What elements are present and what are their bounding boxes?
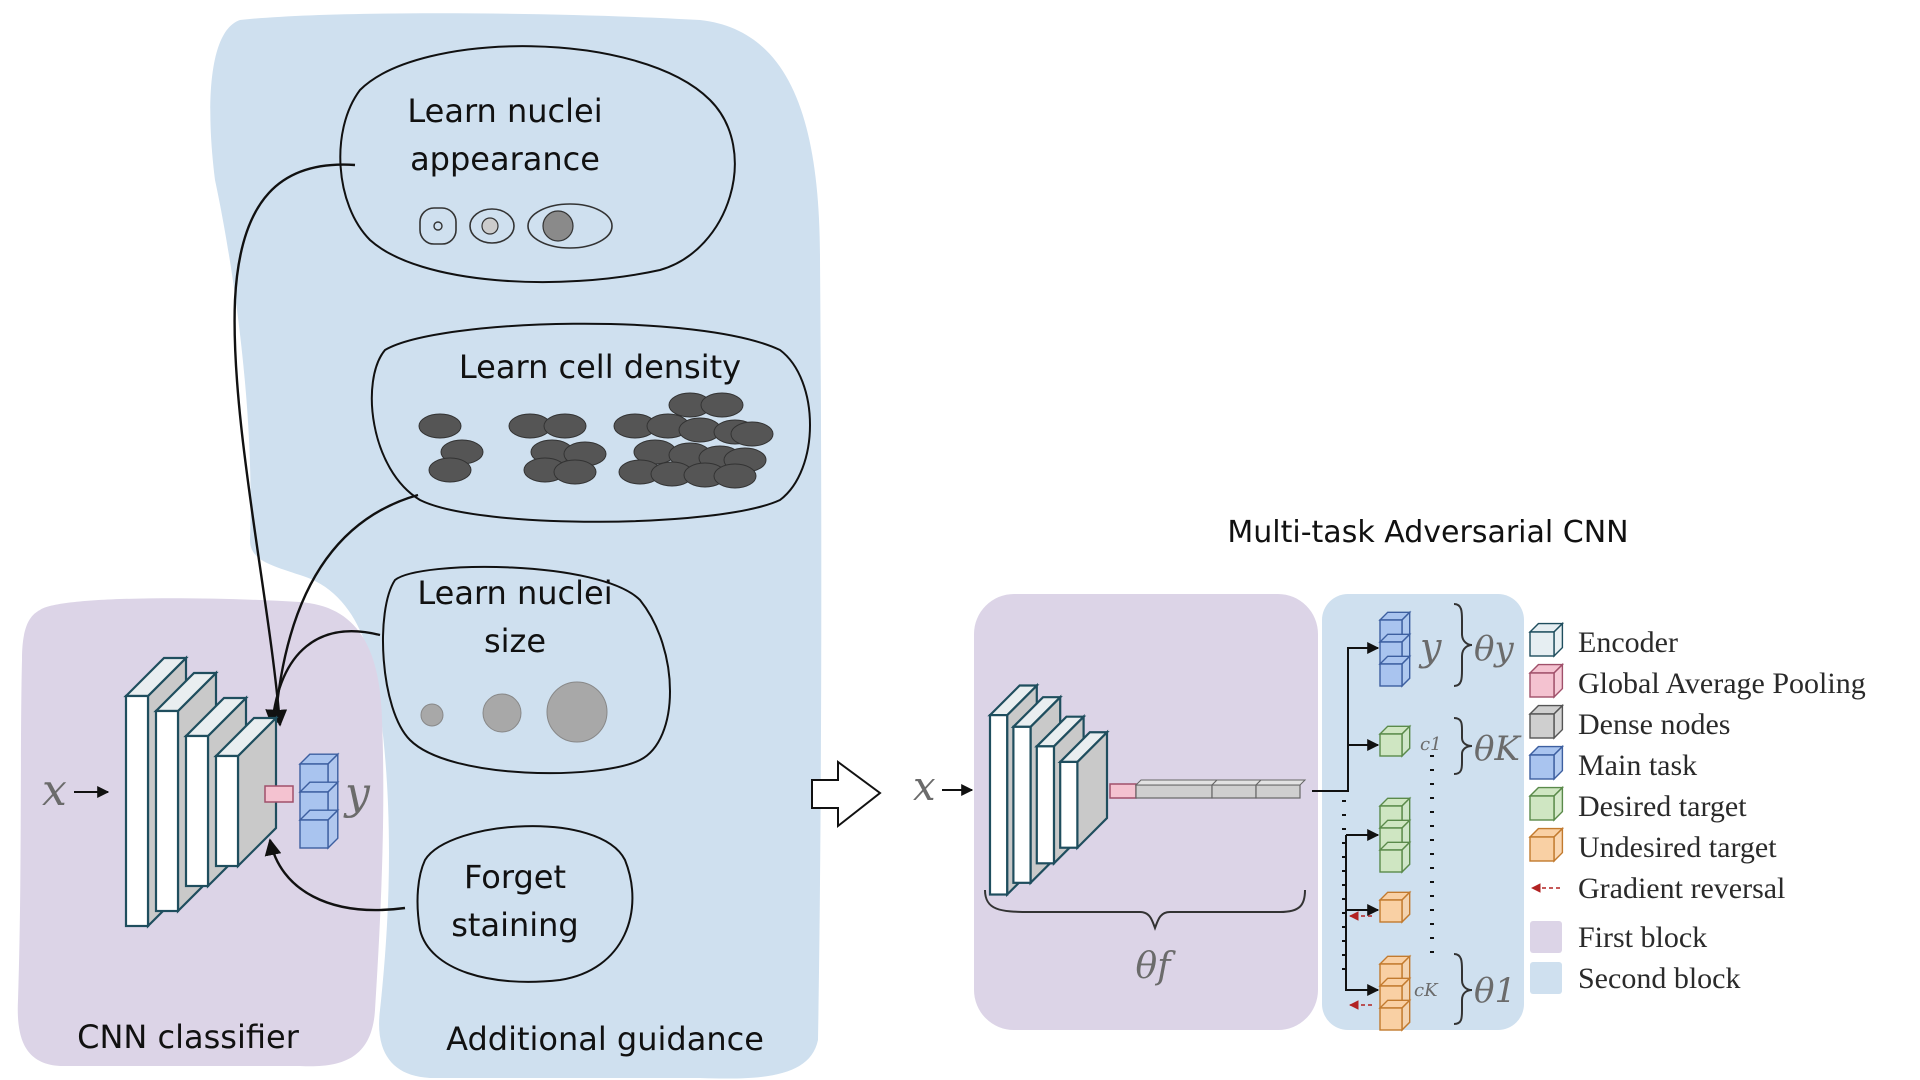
legend-label: Global Average Pooling: [1578, 667, 1866, 700]
bubble-size-line1: Learn nuclei: [417, 574, 612, 612]
second-block-icon: Second block: [1530, 962, 1740, 995]
cnn-classifier-label: CNN classifier: [77, 1018, 300, 1056]
nuclei-size-blobs: [420, 681, 608, 743]
ck-label: cK: [1414, 980, 1439, 1001]
bubble-cell-density: Learn cell density: [370, 322, 811, 523]
right-title: Multi-task Adversarial CNN: [1227, 515, 1628, 550]
task-heads: [1378, 610, 1412, 1032]
gradient-reversal-icon: Gradient reversal: [1531, 872, 1785, 905]
theta-braces: [1453, 603, 1473, 1025]
bubble-staining-line2: staining: [451, 906, 578, 944]
bubble-size-line2: size: [484, 622, 546, 660]
desired-icon: Desired target: [1528, 785, 1747, 823]
legend-label: Gradient reversal: [1578, 872, 1785, 905]
left-gap-icon: [264, 785, 294, 803]
right-x-label: x: [913, 764, 936, 810]
bubble-appearance-line2: appearance: [410, 140, 600, 178]
undesired-icon: Undesired target: [1528, 826, 1777, 864]
transition-arrow-icon: [811, 760, 882, 829]
legend-label: Dense nodes: [1578, 708, 1730, 741]
theta-f-brace: [984, 889, 1306, 931]
additional-guidance-block: [210, 13, 822, 1079]
left-encoder-icon: [123, 655, 279, 929]
gradient-reversal-arrows: [1349, 911, 1372, 1010]
bubble-nuclei-size: Learn nuclei size: [382, 565, 671, 775]
additional-guidance-label: Additional guidance: [446, 1020, 764, 1058]
bubble-nuclei-appearance: Learn nuclei appearance: [339, 45, 736, 283]
legend-label: Encoder: [1578, 626, 1678, 659]
cell-density-blobs: [418, 392, 774, 489]
right-y-label: y: [1418, 625, 1442, 669]
theta-f-label: θf: [1136, 946, 1177, 987]
bubble-appearance-line1: Learn nuclei: [407, 92, 602, 130]
legend-label: Second block: [1578, 962, 1740, 995]
theta-k-label: θK: [1474, 729, 1522, 769]
right-encoder-icon: [987, 682, 1110, 898]
main-task-icon: Main task: [1528, 744, 1697, 782]
branch-lines: [1312, 642, 1380, 996]
c1-label: c1: [1420, 734, 1442, 755]
guidance-arrows: [233, 163, 419, 912]
bubble-staining-line1: Forget: [464, 858, 566, 896]
dense-icon: Dense nodes: [1528, 703, 1730, 741]
legend-label: First block: [1578, 921, 1707, 954]
nuclei-appearance-icons: [419, 203, 613, 249]
legend-label: Desired target: [1578, 790, 1747, 823]
dense-nodes: [1134, 779, 1307, 799]
legend-label: Main task: [1578, 749, 1697, 782]
theta-1-label: θ1: [1474, 971, 1516, 1011]
first-block-icon: First block: [1530, 921, 1707, 954]
gap-icon: Global Average Pooling: [1528, 662, 1866, 700]
bubble-forget-staining: Forget staining: [416, 825, 634, 983]
left-output-cubes: [298, 752, 340, 850]
bubble-density-label: Learn cell density: [459, 348, 741, 386]
legend-label: Undesired target: [1578, 831, 1777, 864]
second-block: [1322, 594, 1524, 1030]
encoder-icon: Encoder: [1528, 621, 1678, 659]
right-gap-icon: [1109, 783, 1137, 799]
left-x-label: x: [42, 765, 67, 816]
theta-y-label: θy: [1474, 629, 1514, 669]
left-y-label: y: [343, 768, 371, 819]
